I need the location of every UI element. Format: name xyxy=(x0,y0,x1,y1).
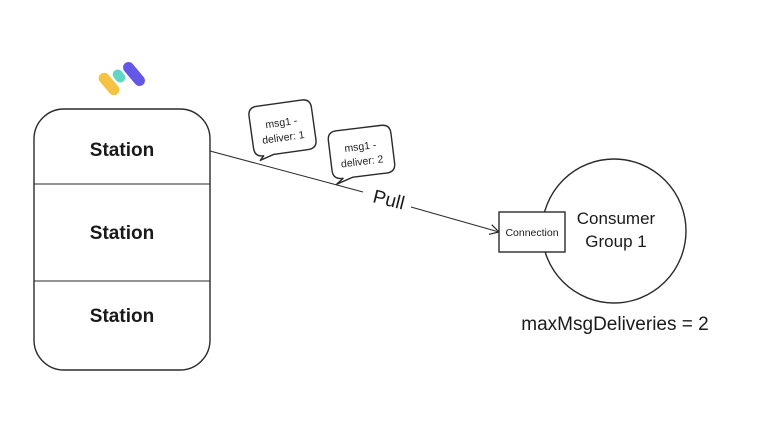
connection-box xyxy=(498,211,566,253)
message-bubble: msg1 - deliver: 2 xyxy=(327,124,396,185)
bubble-text-line: msg1 - xyxy=(344,139,378,155)
message-bubble: msg1 - deliver: 1 xyxy=(248,99,317,162)
station-stack: Station Station Station xyxy=(33,108,211,371)
logo-teal-bar xyxy=(112,69,126,83)
pull-arrow-line xyxy=(410,206,501,235)
memphis-logo-icon xyxy=(98,61,145,96)
speech-bubble-icon xyxy=(327,124,396,185)
pull-label: Pull xyxy=(371,186,407,214)
station-label: Station xyxy=(90,306,154,327)
connection-label: Connection xyxy=(505,227,558,239)
bubble-text-line: deliver: 1 xyxy=(261,129,305,147)
bubble-text-line: msg1 - xyxy=(265,115,299,131)
station-label: Station xyxy=(90,140,154,161)
consumer-group: Connection Consumer Group 1 xyxy=(498,158,687,304)
station-label: Station xyxy=(90,223,154,244)
station-container xyxy=(33,108,211,371)
consumer-group-label: Group 1 xyxy=(585,232,646,251)
consumer-group-label: Consumer xyxy=(577,209,656,228)
speech-bubble-icon xyxy=(248,99,317,162)
max-msg-deliveries-label: maxMsgDeliveries = 2 xyxy=(521,314,708,335)
logo-yellow-bar xyxy=(98,72,120,96)
logo-purple-bar xyxy=(123,61,145,87)
pull-arrow-line xyxy=(209,150,364,193)
bubble-text-line: deliver: 2 xyxy=(340,153,384,170)
